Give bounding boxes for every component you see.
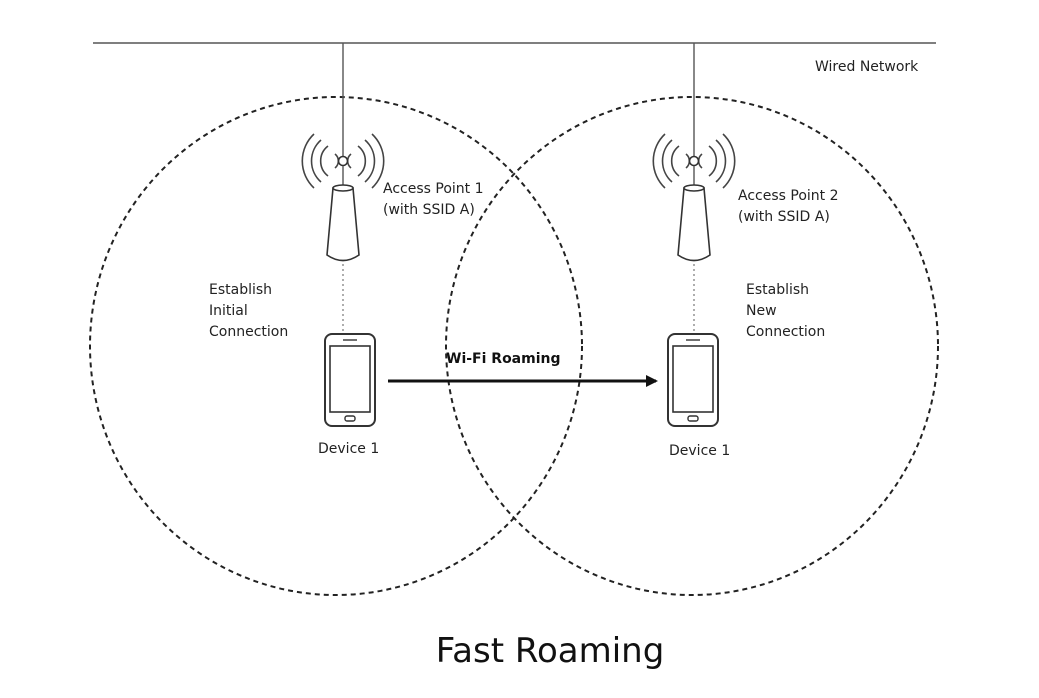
ap2-name-label: Access Point 2 — [738, 188, 839, 204]
new-connection-label: Establish New Connection — [746, 282, 825, 340]
svg-text:Connection: Connection — [746, 324, 825, 340]
coverage-range-ap2 — [445, 96, 939, 596]
svg-text:Connection: Connection — [209, 324, 288, 340]
ap2-ssid-label: (with SSID A) — [738, 209, 830, 225]
svg-text:Establish: Establish — [746, 282, 809, 298]
coverage-range-ap1 — [89, 96, 583, 596]
diagram-caption: Fast Roaming — [436, 631, 665, 671]
access-point-icon — [677, 166, 711, 262]
access-point-2: Access Point 2 (with SSID A) — [652, 43, 839, 262]
smartphone-icon — [667, 333, 719, 427]
smartphone-icon — [324, 333, 376, 427]
svg-text:Initial: Initial — [209, 303, 248, 319]
wifi-signal-icon — [652, 133, 736, 189]
ap1-name-label: Access Point 1 — [383, 181, 484, 197]
device-1-label-right: Device 1 — [669, 443, 730, 459]
ap1-ssid-label: (with SSID A) — [383, 202, 475, 218]
wired-network-label: Wired Network — [815, 59, 919, 75]
access-point-icon — [326, 166, 360, 262]
initial-connection-label: Establish Initial Connection — [209, 282, 288, 340]
wifi-signal-icon — [301, 133, 385, 189]
svg-text:Establish: Establish — [209, 282, 272, 298]
wifi-roaming-label: Wi-Fi Roaming — [446, 351, 561, 367]
svg-text:New: New — [746, 303, 777, 319]
access-point-1: Access Point 1 (with SSID A) — [301, 43, 484, 262]
device-1-label-left: Device 1 — [318, 441, 379, 457]
